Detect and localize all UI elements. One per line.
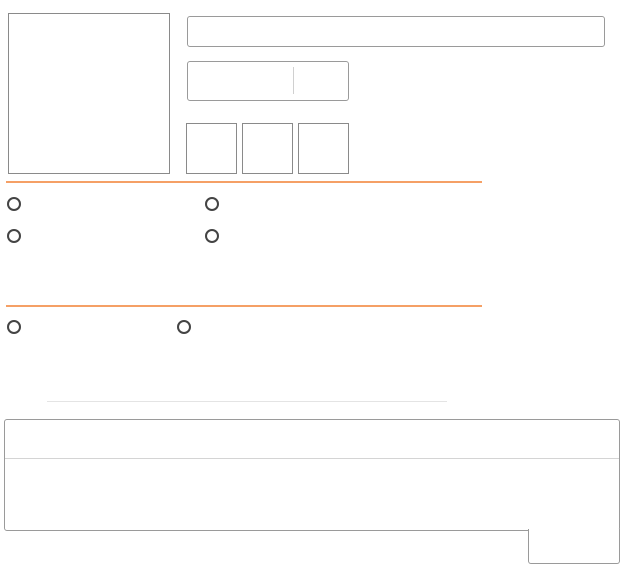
section-divider-2 [6,305,482,307]
panel-tab-extension[interactable] [528,529,620,564]
radio-option-2[interactable] [205,197,219,211]
radio-option-1[interactable] [7,197,21,211]
section-divider-1 [6,181,482,183]
thumbnail-slot-1[interactable] [186,123,237,174]
split-field-divider [293,67,294,94]
bottom-panel [4,419,620,531]
radio-option-5[interactable] [7,320,21,334]
panel-header-divider [5,458,619,459]
radio-option-6[interactable] [177,320,191,334]
split-input-field[interactable] [187,61,349,101]
radio-option-3[interactable] [7,229,21,243]
thumbnail-slot-3[interactable] [298,123,349,174]
radio-option-4[interactable] [205,229,219,243]
image-placeholder [8,13,170,174]
text-input[interactable] [187,16,605,47]
faint-divider [47,401,447,402]
thumbnail-slot-2[interactable] [242,123,293,174]
